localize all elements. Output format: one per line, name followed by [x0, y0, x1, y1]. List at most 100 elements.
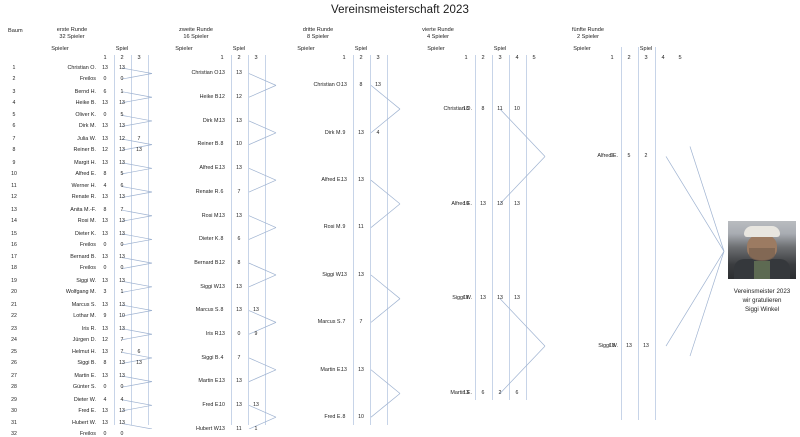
- score-r3-3-g1: 13: [341, 176, 347, 183]
- spiel-header-1: Spiel: [115, 45, 129, 52]
- player-name-r1-26: Siggi B.: [77, 360, 96, 367]
- rule-r5-0: [620, 47, 622, 420]
- seed-21: 21: [11, 301, 17, 308]
- score-r1-17-g2: 13: [119, 254, 125, 261]
- rule-r4-3: [525, 55, 527, 400]
- player-name-r1-28: Günter S.: [72, 383, 96, 390]
- score-r5-2-g3: 13: [643, 342, 649, 349]
- seed-22: 22: [11, 312, 17, 319]
- player-name-r2-6: Renate R.: [195, 188, 220, 195]
- score-r1-12-g1: 13: [102, 194, 108, 201]
- game-header-3-1: 1: [342, 54, 346, 61]
- player-name-r1-18: Freilos: [79, 265, 96, 272]
- player-name-r3-4: Rosi M.: [323, 224, 342, 231]
- player-name-r2-7: Rosi M.: [201, 212, 220, 219]
- player-name-r1-5: Oliver K.: [75, 112, 96, 119]
- score-r2-5-g1: 13: [219, 165, 225, 172]
- score-r4-2-g1: 10: [463, 200, 469, 207]
- player-name-r2-4: Reiner B.: [197, 141, 220, 148]
- score-r1-14-g1: 13: [102, 218, 108, 225]
- score-r1-25-g1: 13: [102, 349, 108, 356]
- player-name-r3-6: Marcus S.: [317, 319, 342, 326]
- score-r1-26-g2: 13: [119, 360, 125, 367]
- score-r2-15-g3: 13: [253, 402, 259, 409]
- score-r1-8-g3: 13: [136, 146, 142, 153]
- score-r1-21-g2: 13: [119, 301, 125, 308]
- player-name-r2-15: Fred E.: [202, 402, 220, 409]
- seed-9: 9: [12, 159, 16, 166]
- score-r1-8-g2: 13: [119, 146, 125, 153]
- score-r3-7-g1: 13: [341, 366, 347, 373]
- score-r1-19-g2: 13: [119, 278, 125, 285]
- player-name-r1-9: Margit H.: [74, 159, 96, 166]
- round-players-4: 4 Spieler: [426, 34, 450, 41]
- score-r5-1-g2: 5: [627, 153, 631, 160]
- score-r1-23-g2: 13: [119, 325, 125, 332]
- player-name-r1-29: Dieter W.: [73, 396, 96, 403]
- score-r5-1-g1: 9: [610, 153, 614, 160]
- score-r1-7-g2: 12: [119, 135, 125, 142]
- score-r1-2-g2: 0: [120, 75, 124, 82]
- score-r2-9-g1: 12: [219, 259, 225, 266]
- seed-17: 17: [11, 254, 17, 261]
- connector-3-3-bottom: [370, 298, 401, 323]
- rule-r5-1: [637, 47, 639, 420]
- game-header-4-2: 2: [481, 54, 485, 61]
- rule-r5-2: [654, 47, 656, 420]
- score-r1-6-g2: 13: [119, 123, 125, 130]
- player-name-r1-21: Marcus S.: [71, 301, 96, 308]
- round-title-2: zweite Runde: [179, 26, 213, 33]
- player-name-r1-4: Heike B.: [75, 99, 96, 106]
- score-r2-10-g1: 13: [219, 283, 225, 290]
- score-r2-5-g2: 13: [236, 165, 242, 172]
- player-name-r3-3: Alfred E.: [321, 176, 342, 183]
- rule-r3-1: [369, 55, 371, 425]
- player-name-r1-24: Jürgen D.: [72, 336, 96, 343]
- score-r2-11-g1: 8: [220, 307, 224, 314]
- score-r2-6-g1: 6: [220, 188, 224, 195]
- score-r1-32-g2: 0: [120, 431, 124, 437]
- connector-3-4-top: [370, 369, 401, 394]
- seed-30: 30: [11, 407, 17, 414]
- score-r1-25-g2: 7: [120, 349, 124, 356]
- game-header-2-2: 2: [237, 54, 241, 61]
- seed-1: 1: [12, 64, 16, 71]
- score-r2-1-g2: 13: [236, 70, 242, 77]
- score-r2-12-g2: 0: [237, 331, 241, 338]
- player-name-r2-3: Dirk M.: [202, 117, 220, 124]
- winner-caption-line2: wir gratulieren: [742, 297, 782, 304]
- player-name-r4-2: Alfred E.: [451, 200, 472, 207]
- score-r3-2-g2: 13: [358, 129, 364, 136]
- game-header-5-1: 1: [610, 54, 614, 61]
- spiel-header-2: Spiel: [232, 45, 246, 52]
- score-r1-10-g1: 8: [103, 170, 107, 177]
- score-r1-26-g3: 13: [136, 360, 142, 367]
- connector-3-4-bottom: [370, 393, 401, 418]
- score-r2-14-g2: 13: [236, 378, 242, 385]
- seed-14: 14: [11, 218, 17, 225]
- score-r1-27-g2: 13: [119, 372, 125, 379]
- rule-r2-1: [247, 55, 249, 425]
- score-r1-29-g1: 4: [103, 396, 107, 403]
- seed-16: 16: [11, 241, 17, 248]
- score-r5-2-g1: 13: [609, 342, 615, 349]
- score-r2-15-g1: 10: [219, 402, 225, 409]
- player-name-r1-10: Alfred E.: [75, 170, 96, 177]
- game-header-4-1: 1: [464, 54, 468, 61]
- round-players-5: 2 Spieler: [576, 34, 600, 41]
- score-r2-12-g1: 13: [219, 331, 225, 338]
- score-r4-4-g4: 6: [515, 390, 519, 397]
- score-r2-13-g1: 4: [220, 354, 224, 361]
- score-r4-3-g4: 13: [514, 295, 520, 302]
- score-r1-1-g2: 13: [119, 64, 125, 71]
- rule-r4-1: [491, 55, 493, 400]
- score-r3-1-g1: 13: [341, 82, 347, 89]
- player-name-r1-15: Dieter K.: [75, 230, 96, 237]
- score-r2-4-g2: 10: [236, 141, 242, 148]
- game-header-1-1: 1: [103, 54, 107, 61]
- rule-r3-0: [352, 55, 354, 425]
- score-r2-8-g1: 8: [220, 236, 224, 243]
- connector-3-1-top: [370, 85, 401, 110]
- score-r1-16-g2: 0: [120, 241, 124, 248]
- player-name-r1-20: Wolfgang M.: [65, 289, 96, 296]
